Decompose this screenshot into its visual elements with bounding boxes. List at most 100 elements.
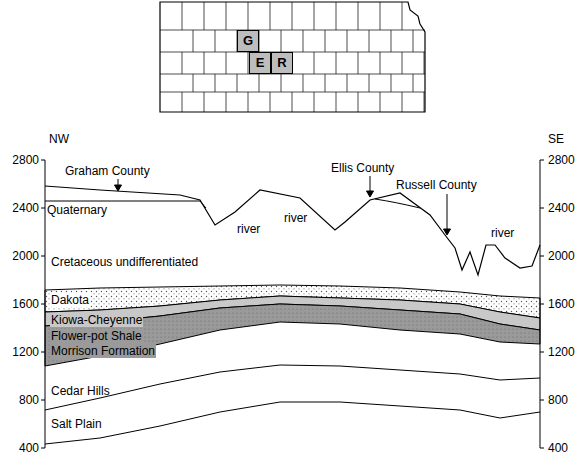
county-line: [314, 92, 315, 112]
axis-value: 2400: [547, 201, 576, 215]
axis-value: 2400: [11, 201, 40, 215]
county-label: Russell County: [395, 178, 478, 192]
kansas-map: [160, 2, 425, 112]
morrison-band: [45, 304, 540, 366]
unit-label: Flower-pot Shale: [50, 329, 143, 343]
tick: [540, 352, 544, 353]
axis-value: 1600: [11, 297, 40, 311]
axis-value: 2000: [547, 249, 576, 263]
county-line: [281, 30, 282, 52]
county-line: [380, 2, 381, 30]
county-box: E: [249, 52, 271, 74]
county-line: [358, 92, 359, 112]
county-line: [248, 2, 249, 30]
county-line: [358, 52, 359, 74]
unit-label: Quaternary: [46, 203, 108, 217]
county-line: [424, 92, 425, 112]
county-line: [314, 52, 315, 74]
county-line: [270, 2, 271, 30]
county-line: [314, 2, 315, 30]
county-label: Graham County: [64, 164, 151, 178]
axis-value: 400: [18, 441, 40, 455]
tick: [41, 352, 45, 353]
county-line: [204, 2, 205, 30]
county-line: [413, 30, 414, 52]
county-line: [193, 30, 194, 52]
county-line: [391, 30, 392, 52]
river-label: river: [236, 222, 261, 236]
river-label: river: [490, 226, 515, 240]
county-box: R: [271, 52, 293, 74]
tick: [540, 208, 544, 209]
county-line: [336, 92, 337, 112]
county-line: [391, 74, 392, 92]
axis-value: 800: [547, 393, 569, 407]
county-line: [292, 2, 293, 30]
county-line: [380, 92, 381, 112]
axis-value: 1600: [547, 297, 576, 311]
county-line: [182, 52, 183, 74]
tick: [540, 400, 544, 401]
county-line: [424, 52, 425, 74]
county-letter: G: [243, 34, 253, 48]
county-line: [380, 52, 381, 74]
county-line: [369, 74, 370, 92]
tick: [41, 448, 45, 449]
county-line: [215, 74, 216, 92]
county-line: [160, 92, 425, 93]
county-line: [325, 74, 326, 92]
axis-frame: [45, 160, 540, 448]
axis-value: 2800: [547, 153, 576, 167]
formation-base: [45, 402, 540, 444]
formation-contact: [45, 365, 540, 410]
county-line: [347, 74, 348, 92]
county-line: [325, 30, 326, 52]
county-line: [226, 92, 227, 112]
axis-value: 800: [18, 393, 40, 407]
county-line: [215, 30, 216, 52]
county-line: [270, 92, 271, 112]
county-letter: E: [256, 56, 265, 70]
tick: [41, 256, 45, 257]
county-line: [259, 74, 260, 92]
county-line: [402, 52, 403, 74]
county-line: [281, 74, 282, 92]
county-line: [402, 2, 403, 30]
axis-value: 400: [547, 441, 569, 455]
tick: [540, 448, 544, 449]
dir-label: NW: [48, 132, 70, 146]
county-line: [226, 52, 227, 74]
county-line: [182, 2, 183, 30]
tick: [41, 160, 45, 161]
county-line: [204, 52, 205, 74]
section-layers: [45, 186, 540, 444]
county-line: [347, 30, 348, 52]
unit-label: Kiowa-Cheyenne: [50, 313, 143, 327]
unit-label: Dakota: [50, 293, 90, 307]
tick: [41, 400, 45, 401]
county-line: [303, 74, 304, 92]
tick: [540, 256, 544, 257]
unit-label: Salt Plain: [50, 417, 103, 431]
county-line: [226, 2, 227, 30]
quaternary-base: [375, 199, 420, 208]
county-line: [182, 92, 183, 112]
county-line: [369, 30, 370, 52]
county-line: [336, 2, 337, 30]
county-line: [303, 30, 304, 52]
unit-label: Morrison Formation: [50, 344, 156, 358]
river-label: river: [283, 211, 308, 225]
county-label: Ellis County: [330, 161, 395, 175]
county-line: [336, 52, 337, 74]
axis-value: 1200: [11, 345, 40, 359]
tick: [540, 304, 544, 305]
county-line: [358, 2, 359, 30]
unit-label: Cretaceous undifferentiated: [50, 255, 199, 269]
axis-value: 2000: [11, 249, 40, 263]
unit-label: Cedar Hills: [50, 384, 111, 398]
county-line: [292, 92, 293, 112]
county-line: [204, 92, 205, 112]
axis-ticks: [41, 160, 544, 448]
axis-value: 2800: [11, 153, 40, 167]
tick: [41, 208, 45, 209]
